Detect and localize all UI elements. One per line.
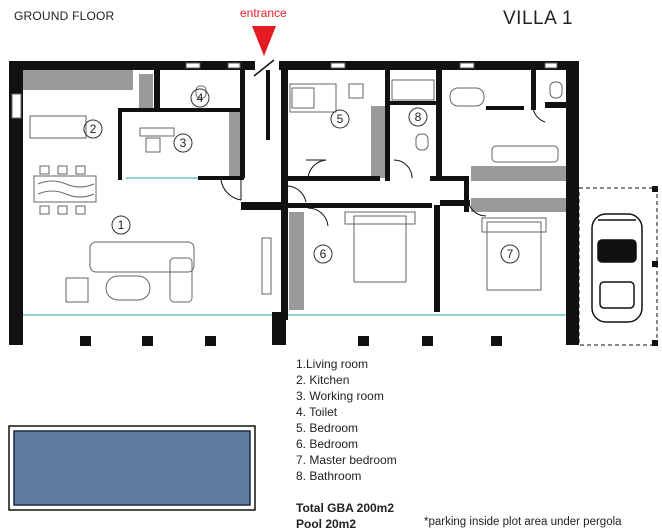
floor-label: GROUND FLOOR bbox=[14, 9, 115, 23]
top-windows bbox=[185, 62, 558, 69]
pool bbox=[8, 425, 256, 511]
door-swings bbox=[220, 107, 546, 227]
legend-item: 1.Living room bbox=[296, 357, 369, 371]
room-number-7: 7 bbox=[507, 247, 514, 261]
room-number-1: 1 bbox=[118, 218, 125, 232]
furniture-bedrooms bbox=[195, 79, 563, 291]
entrance-arrow-icon bbox=[252, 26, 276, 56]
room-markers bbox=[83, 88, 520, 264]
total-gba: Total GBA 200m2 bbox=[296, 501, 395, 515]
furniture-living bbox=[29, 115, 272, 303]
interior-walls bbox=[118, 70, 566, 320]
west-window bbox=[11, 93, 22, 119]
entrance-label: entrance bbox=[240, 6, 287, 20]
entrance-door-line bbox=[253, 59, 275, 77]
pool-size: Pool 20m2 bbox=[296, 517, 357, 531]
villa-title: VILLA 1 bbox=[503, 8, 574, 29]
room-number-2: 2 bbox=[90, 122, 97, 136]
legend-item: 2. Kitchen bbox=[296, 373, 350, 387]
parking-pergola bbox=[578, 186, 658, 346]
room-number-3: 3 bbox=[180, 136, 187, 150]
exterior-walls bbox=[9, 61, 579, 345]
terrace-pillars bbox=[80, 336, 502, 346]
room-number-4: 4 bbox=[197, 91, 204, 105]
legend-item: 3. Working room bbox=[296, 389, 384, 403]
parking-note: *parking inside plot area under pergola bbox=[424, 516, 622, 528]
legend-item: 7. Master bedroom bbox=[296, 453, 397, 467]
glass-walls bbox=[23, 177, 566, 316]
room-number-8: 8 bbox=[415, 110, 422, 124]
room-legend: 1.Living room 2. Kitchen 3. Working room… bbox=[296, 356, 397, 484]
gray-pillars bbox=[23, 70, 566, 310]
pool-area: Pool 20m2 bbox=[296, 516, 356, 532]
room-number-6: 6 bbox=[320, 247, 327, 261]
legend-item: 5. Bedroom bbox=[296, 421, 359, 435]
legend-item: 8. Bathroom bbox=[296, 469, 362, 483]
legend-item: 4. Toilet bbox=[296, 405, 338, 419]
legend-item: 6. Bedroom bbox=[296, 437, 359, 451]
area-totals: Total GBA 200m2 bbox=[296, 500, 394, 516]
room-number-5: 5 bbox=[337, 112, 344, 126]
car-icon bbox=[591, 213, 643, 323]
